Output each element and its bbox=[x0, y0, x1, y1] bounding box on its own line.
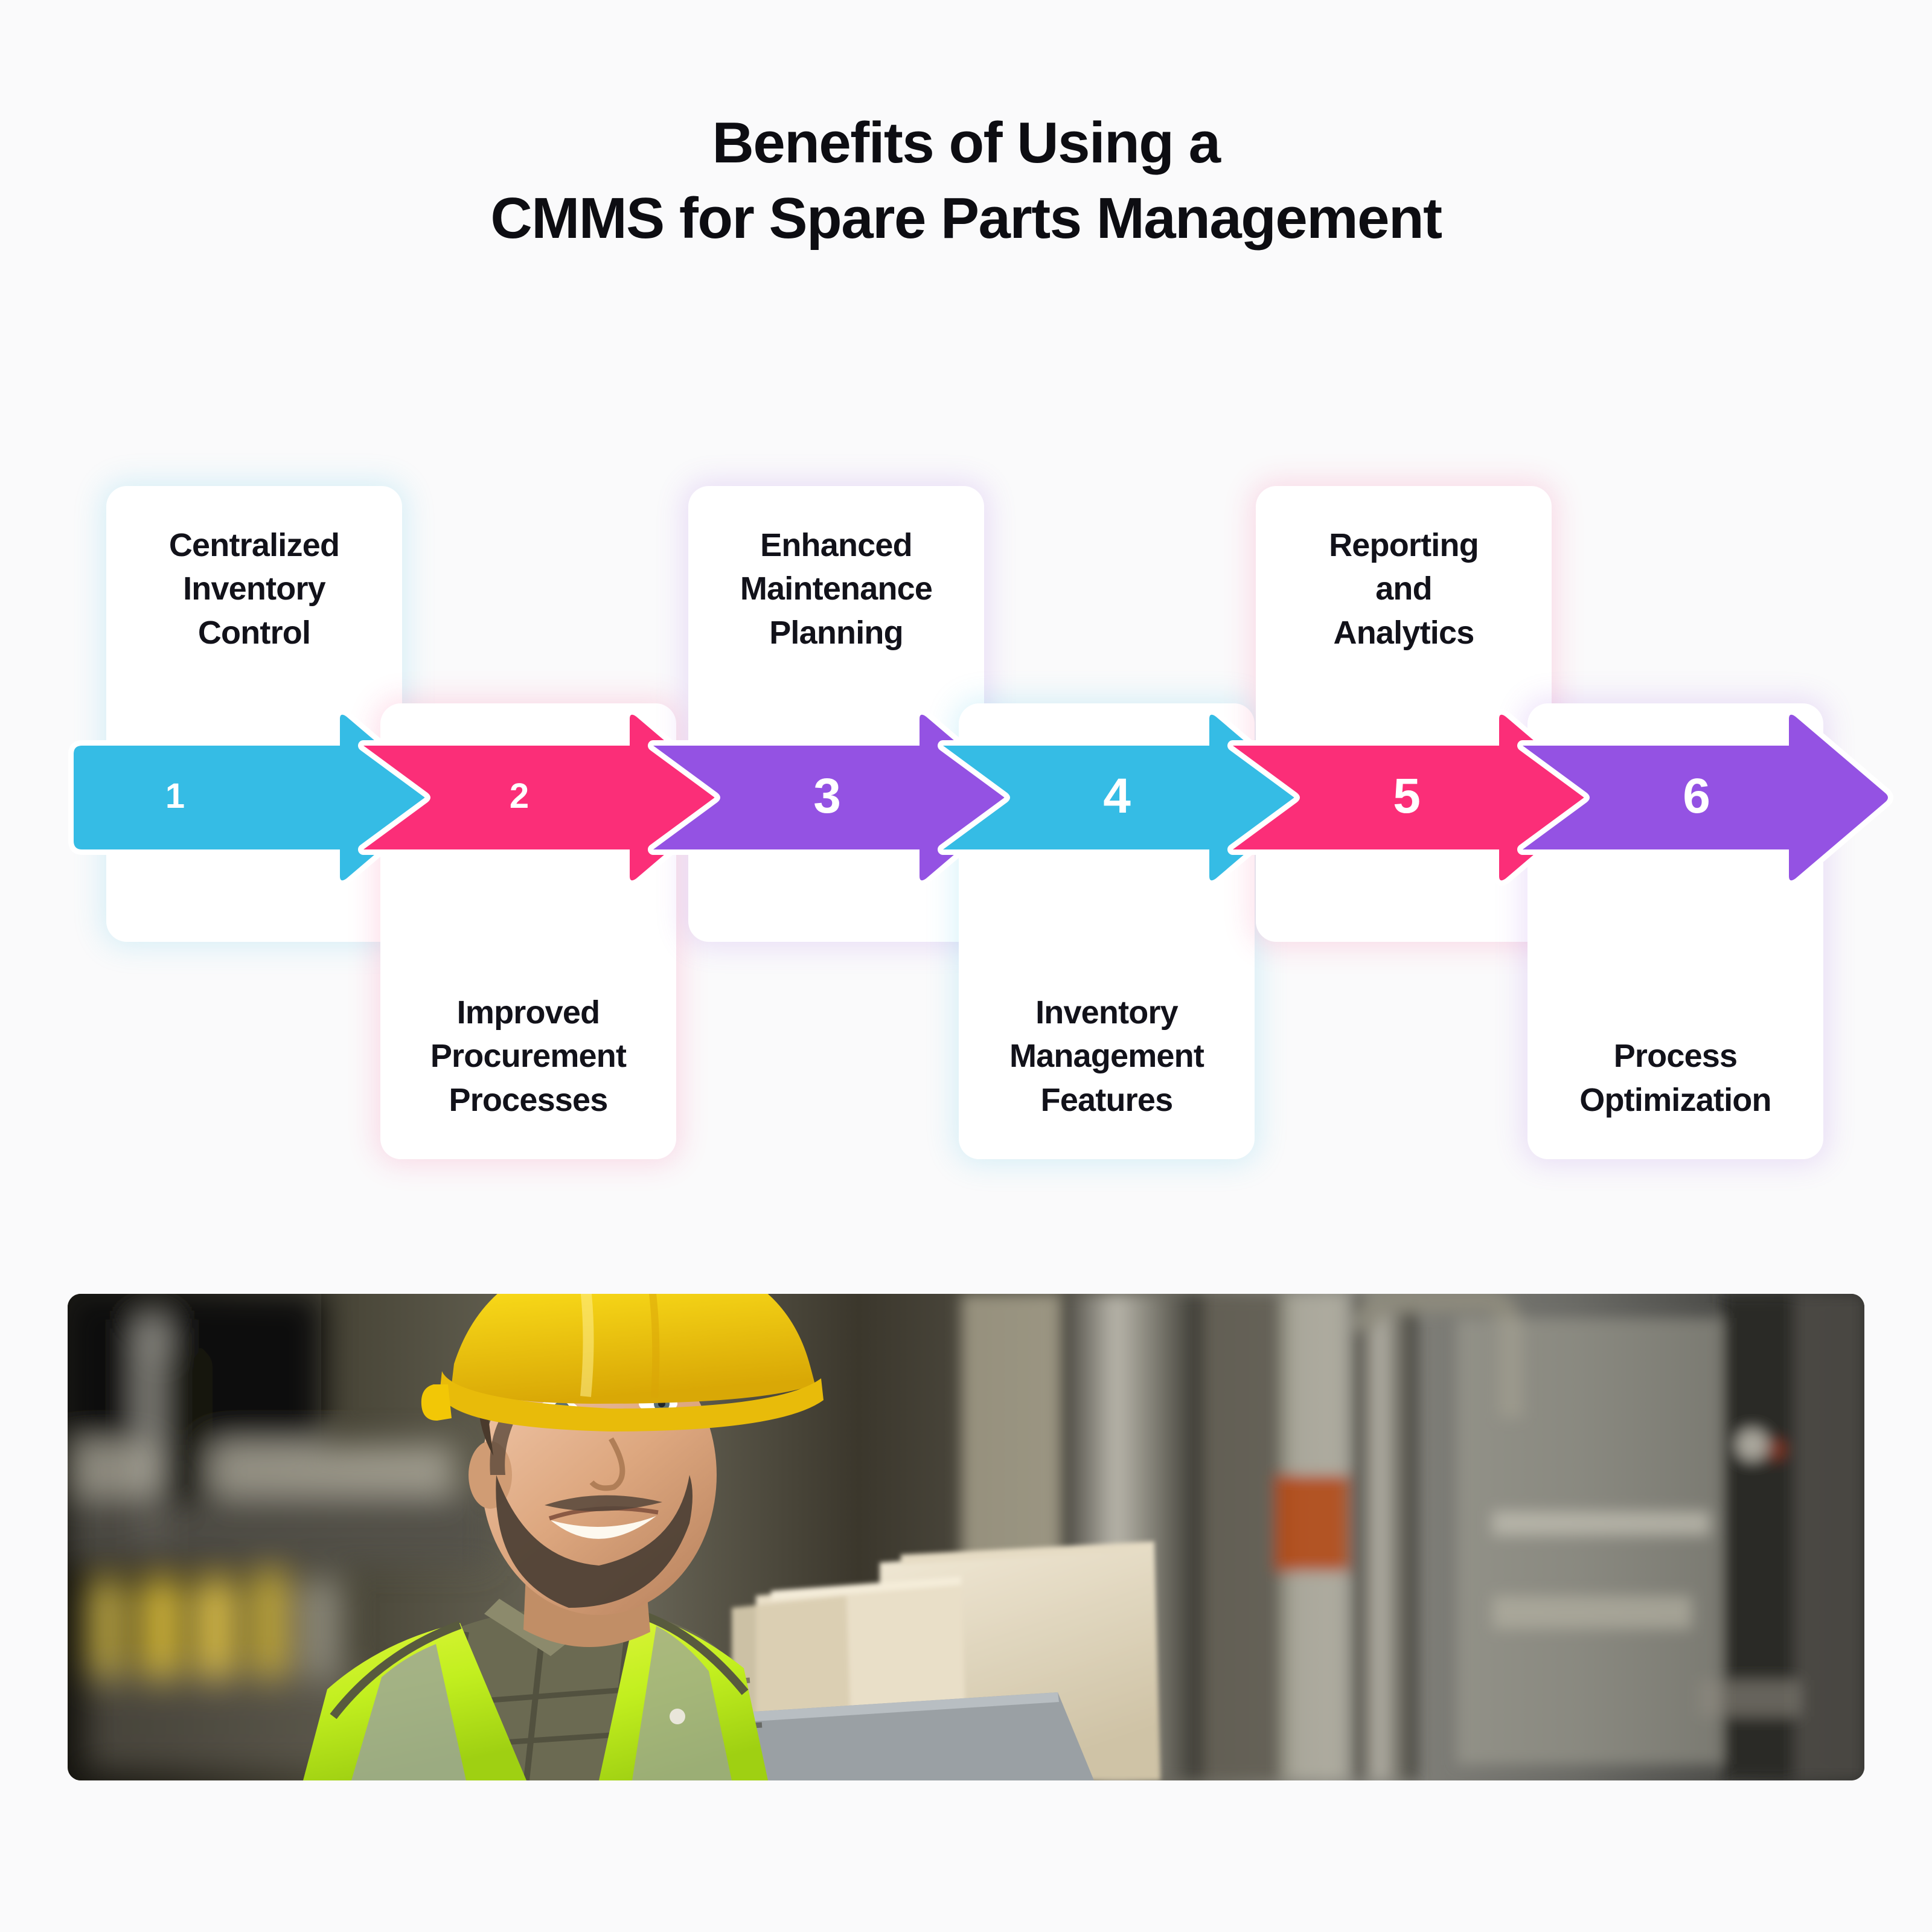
step-card-3-label: Enhanced Maintenance Planning bbox=[740, 527, 933, 651]
step-number-1: 1 bbox=[165, 776, 185, 816]
step-number-5: 5 bbox=[1393, 769, 1421, 824]
step-number-2: 2 bbox=[509, 776, 529, 816]
step-arrow-3[interactable] bbox=[645, 709, 1024, 886]
step-card-4-label: Inventory Management Features bbox=[1009, 994, 1204, 1118]
step-arrow-4[interactable] bbox=[935, 709, 1314, 886]
step-number-3: 3 bbox=[813, 769, 841, 824]
step-arrow-5[interactable] bbox=[1224, 709, 1604, 886]
step-arrow-2[interactable] bbox=[355, 709, 734, 886]
step-card-6-label: Process Optimization bbox=[1579, 1038, 1771, 1118]
step-card-1-label: Centralized Inventory Control bbox=[168, 527, 340, 651]
process-flow-diagram: Centralized Inventory Control Improved P… bbox=[74, 486, 1893, 1118]
step-card-2-label: Improved Procurement Processes bbox=[430, 994, 627, 1118]
step-number-6: 6 bbox=[1683, 769, 1710, 824]
step-arrow-6[interactable] bbox=[1514, 709, 1893, 886]
step-number-4: 4 bbox=[1103, 769, 1131, 824]
step-card-1[interactable]: Centralized Inventory Control bbox=[106, 486, 402, 942]
worker-photo bbox=[68, 1294, 1864, 1780]
title-line-1: Benefits of Using a bbox=[712, 110, 1221, 175]
title-line-2: CMMS for Spare Parts Management bbox=[490, 185, 1442, 251]
step-card-5-label: Reporting and Analytics bbox=[1329, 527, 1479, 651]
page-title: Benefits of Using a CMMS for Spare Parts… bbox=[0, 106, 1932, 257]
